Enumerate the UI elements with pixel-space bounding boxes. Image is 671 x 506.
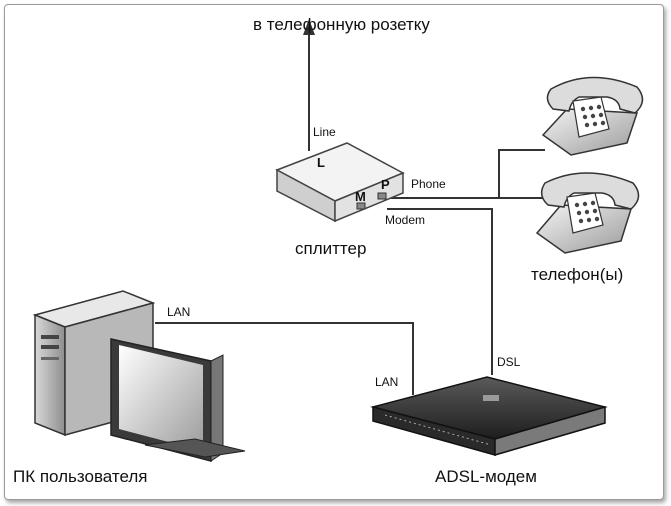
telephone-top-icon [541, 76, 644, 156]
arrow-up-icon [303, 19, 315, 35]
adsl-modem-device [370, 376, 608, 456]
splitter-m-label: M [355, 189, 366, 204]
phone-port-label: Phone [411, 177, 446, 191]
diagram-canvas [32, 19, 644, 462]
modem-cable-dsl [387, 208, 493, 375]
cables [155, 35, 545, 395]
splitter-p-label: P [381, 177, 390, 192]
diagram-frame: в телефонную розетку Line L M P Phone Mo… [4, 4, 664, 500]
phone-cable [385, 149, 545, 199]
pc-label: ПК пользователя [13, 467, 148, 486]
lan-modem-label: LAN [375, 375, 399, 389]
splitter-label: сплиттер [295, 239, 367, 258]
phones-label: телефон(ы) [531, 265, 624, 284]
splitter-l-label: L [317, 155, 325, 170]
modem-port-label: Modem [385, 213, 426, 227]
splitter-device [275, 142, 405, 223]
lan-cable [155, 322, 414, 395]
wall-socket-label: в телефонную розетку [253, 15, 430, 34]
dsl-label: DSL [497, 355, 521, 369]
monitor-icon [110, 338, 246, 462]
lan-pc-label: LAN [167, 305, 191, 319]
modem-label: ADSL-модем [435, 467, 537, 486]
line-port-label: Line [313, 125, 336, 139]
telephone-bottom-icon [535, 172, 640, 254]
